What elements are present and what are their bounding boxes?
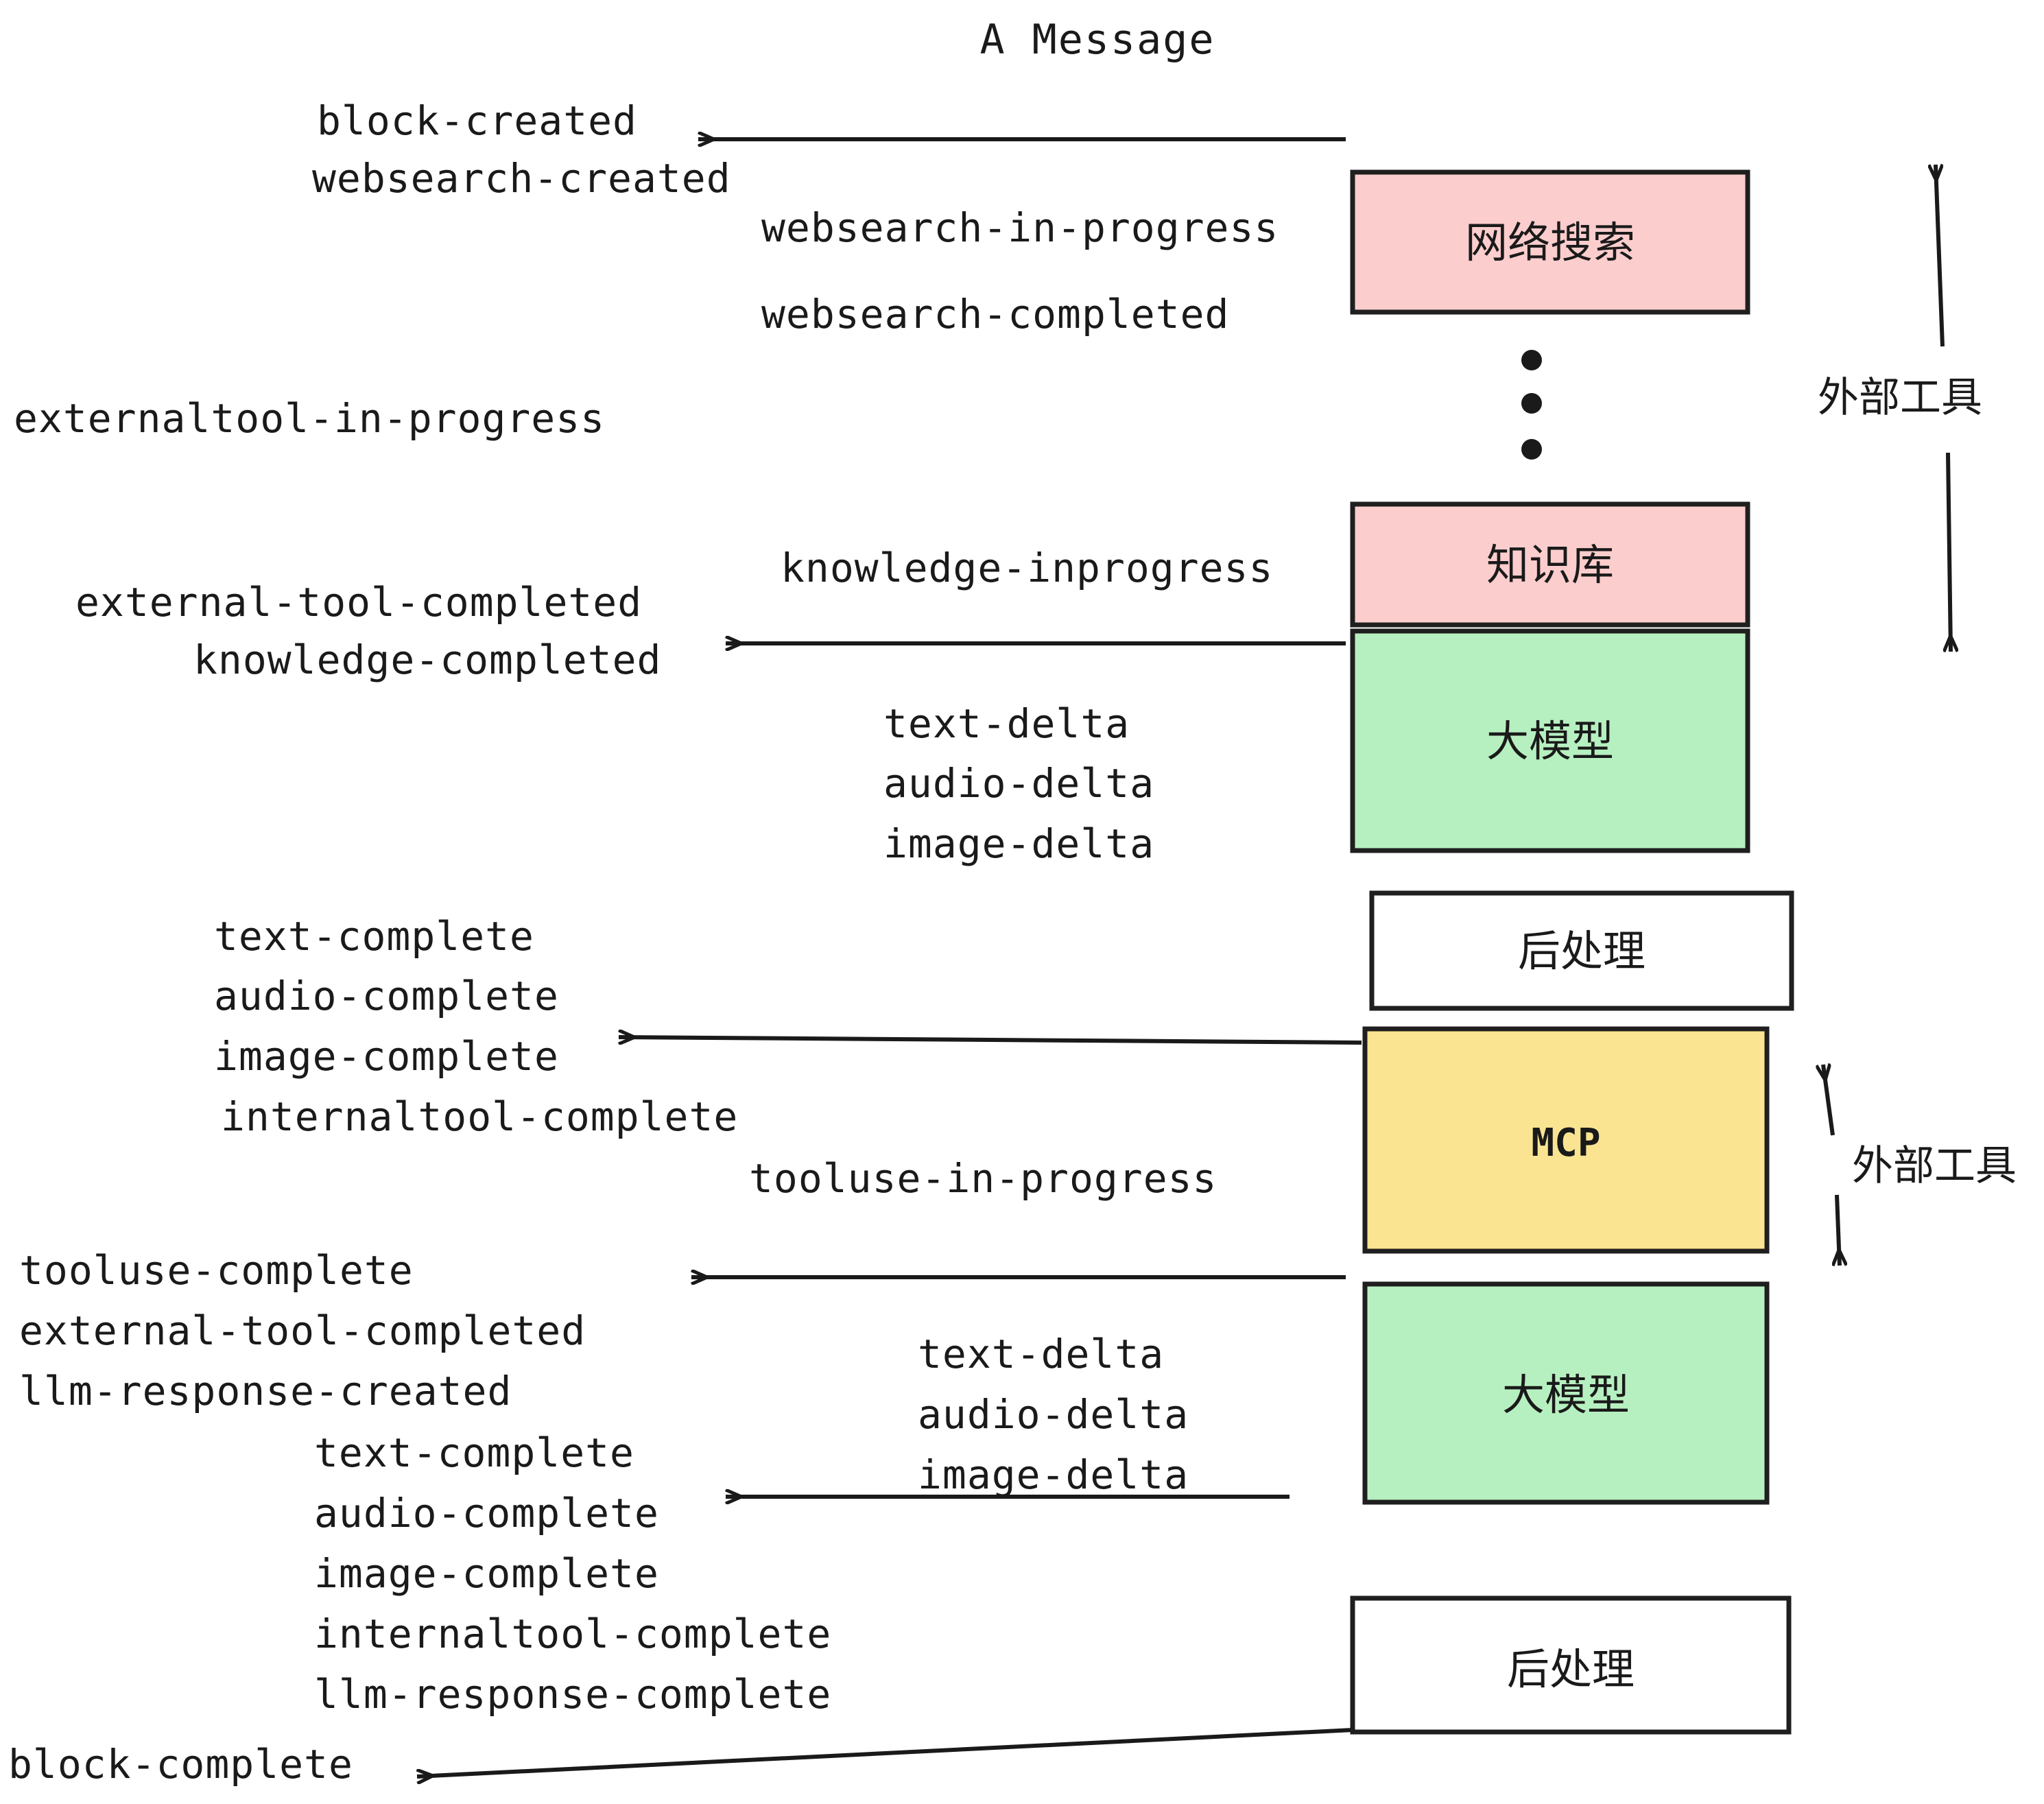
bracket-top-arrow-up <box>1936 165 1945 347</box>
event-block-complete: block-complete <box>8 1741 353 1788</box>
event-text-delta-1: text-delta <box>883 700 1130 747</box>
event-block-created: block-created <box>317 97 637 144</box>
node-mcp-label: MCP <box>1531 1121 1600 1165</box>
node-llm-1[interactable]: 大模型 <box>1350 628 1750 853</box>
node-mcp[interactable]: MCP <box>1362 1026 1770 1254</box>
node-llm-2[interactable]: 大模型 <box>1362 1281 1770 1505</box>
event-audio-complete-1: audio-complete <box>214 973 559 1019</box>
node-postprocess-1-label: 后处理 <box>1518 926 1645 976</box>
ellipsis-dot <box>1521 439 1542 460</box>
node-postprocess-1[interactable]: 后处理 <box>1369 890 1794 1011</box>
event-websearch-completed: websearch-completed <box>761 291 1229 337</box>
arrow-mcp-to-imagecomplete <box>619 1037 1362 1043</box>
node-postprocess-2[interactable]: 后处理 <box>1350 1595 1792 1735</box>
connector-layer <box>417 139 1362 1777</box>
bracket-bottom-label: 外部工具 <box>1852 1142 2017 1190</box>
ellipsis-dot <box>1521 350 1542 370</box>
event-audio-complete-2: audio-complete <box>314 1490 659 1536</box>
event-websearch-created: websearch-created <box>312 155 731 202</box>
event-websearch-in-progress: websearch-in-progress <box>761 204 1279 251</box>
node-postprocess-1-rect[interactable] <box>1369 890 1794 1011</box>
node-llm-2-rect[interactable] <box>1362 1281 1770 1505</box>
bracket-top-arrow-down <box>1948 452 1951 652</box>
bracket-bottom-arrow-up <box>1823 1065 1835 1136</box>
node-postprocess-2-rect[interactable] <box>1350 1595 1792 1735</box>
event-audio-delta-2: audio-delta <box>918 1391 1189 1438</box>
event-image-delta-1: image-delta <box>883 820 1154 867</box>
bracket-top-label: 外部工具 <box>1818 374 1982 422</box>
node-mcp-rect[interactable] <box>1362 1026 1770 1254</box>
vertical-ellipsis <box>1521 350 1542 460</box>
event-image-delta-2: image-delta <box>918 1451 1189 1498</box>
page-title: A Message <box>979 16 1215 64</box>
event-llm-response-complete: llm-response-complete <box>314 1671 831 1718</box>
node-knowledge-label: 知识库 <box>1486 540 1614 590</box>
event-internaltool-complete-2: internaltool-complete <box>314 1611 831 1657</box>
node-websearch-label: 网络搜索 <box>1465 217 1635 268</box>
event-image-complete-2: image-complete <box>314 1550 659 1597</box>
node-llm-1-label: 大模型 <box>1486 716 1614 766</box>
node-postprocess-2-label: 后处理 <box>1507 1644 1635 1694</box>
event-external-tool-completed-1: external-tool-completed <box>75 579 642 626</box>
event-text-complete-2: text-complete <box>314 1429 634 1476</box>
node-llm-1-rect[interactable] <box>1350 628 1750 853</box>
event-tooluse-in-progress: tooluse-in-progress <box>749 1155 1217 1202</box>
arrow-postproc2-to-blockcomplete <box>417 1728 1353 1777</box>
event-llm-response-created: llm-response-created <box>19 1368 512 1414</box>
event-label-layer: block-created websearch-created websearc… <box>8 97 1279 1788</box>
node-layer: 网络搜索 知识库 大模型 后处理 MCP 大模型 <box>1350 169 1794 1735</box>
event-external-tool-completed-2: external-tool-completed <box>19 1307 586 1354</box>
event-tooluse-complete: tooluse-complete <box>19 1247 414 1294</box>
event-text-delta-2: text-delta <box>918 1331 1164 1377</box>
node-websearch-rect[interactable] <box>1350 169 1750 315</box>
bracket-bottom-arrow-down <box>1837 1194 1840 1266</box>
ellipsis-dot <box>1521 393 1542 414</box>
node-websearch[interactable]: 网络搜索 <box>1350 169 1750 315</box>
event-knowledge-completed: knowledge-completed <box>193 637 661 683</box>
event-image-complete-1: image-complete <box>214 1033 559 1080</box>
external-tools-bracket-top: 外部工具 <box>1818 165 1982 652</box>
event-internaltool-complete-1: internaltool-complete <box>221 1093 738 1140</box>
node-knowledge[interactable]: 知识库 <box>1350 501 1750 628</box>
node-knowledge-rect[interactable] <box>1350 501 1750 628</box>
external-tools-bracket-bottom: 外部工具 <box>1823 1065 2017 1266</box>
event-text-complete-1: text-complete <box>214 913 534 960</box>
event-audio-delta-1: audio-delta <box>883 760 1154 807</box>
event-knowledge-inprogress: knowledge-inprogress <box>781 545 1273 591</box>
node-llm-2-label: 大模型 <box>1502 1370 1630 1420</box>
event-externaltool-in-progress: externaltool-in-progress <box>14 395 605 442</box>
